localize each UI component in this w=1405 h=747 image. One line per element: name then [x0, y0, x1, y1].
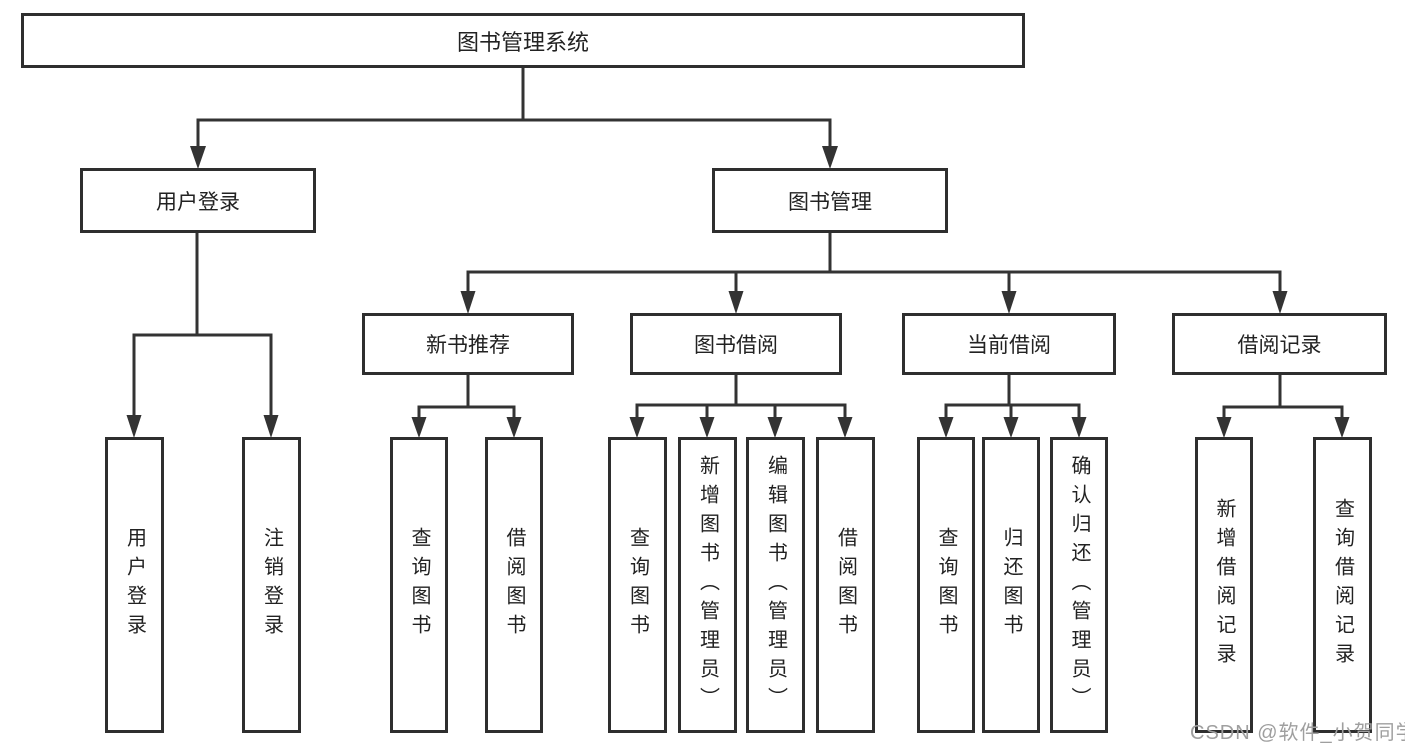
node-new-book-recommend-label: 新书推荐: [426, 334, 510, 357]
node-borrowing-records-label: 借阅记录: [1237, 334, 1322, 357]
arrowhead-cb3: [1071, 417, 1087, 438]
leaf-add-borrow-record: 新增借阅记录: [1195, 437, 1253, 733]
node-user-login-label: 用户登录: [156, 190, 240, 214]
leaf-return-books: 归还图书: [982, 437, 1040, 733]
node-current-borrowing: 当前借阅: [902, 313, 1116, 375]
leaf-query-books-1-label: 查询图书: [408, 527, 430, 643]
arrowhead-nb2: [506, 417, 522, 438]
node-root-label: 图书管理系统: [456, 29, 589, 55]
leaf-confirm-return-admin: 确认归还（管理员）: [1050, 437, 1108, 733]
arrowhead-bb4: [837, 417, 853, 438]
leaf-borrow-books-2-label: 借阅图书: [834, 527, 857, 643]
node-book-management-label: 图书管理: [788, 190, 872, 214]
watermark-text: CSDN @软件_小贺同学: [1190, 722, 1405, 744]
arrowhead-book-mgmt: [822, 146, 838, 169]
leaf-query-borrow-record: 查询借阅记录: [1313, 437, 1372, 733]
leaf-edit-books-admin: 编辑图书（管理员）: [746, 437, 805, 733]
arrowhead-leaf-login: [126, 415, 142, 438]
leaf-confirm-return-admin-label: 确认归还（管理员）: [1068, 454, 1090, 716]
leaf-add-books-admin-label: 新增图书（管理员）: [696, 454, 719, 716]
leaf-borrow-books-2: 借阅图书: [816, 437, 875, 733]
leaf-borrow-books-1-label: 借阅图书: [503, 527, 525, 643]
arrowhead-book-borrow: [728, 291, 744, 314]
leaf-logout-label: 注销登录: [260, 527, 283, 643]
node-user-login: 用户登录: [80, 168, 316, 233]
arrowhead-borrow-record: [1272, 291, 1288, 314]
leaf-query-books-3-label: 查询图书: [935, 527, 957, 643]
node-borrowing-records: 借阅记录: [1172, 313, 1387, 375]
arrowhead-bb1: [629, 417, 645, 438]
node-current-borrowing-label: 当前借阅: [967, 334, 1051, 357]
arrowhead-br1: [1216, 417, 1232, 438]
node-book-borrowing: 图书借阅: [630, 313, 842, 375]
arrowhead-user-login: [190, 146, 206, 169]
arrowhead-bb3: [767, 417, 783, 438]
node-book-borrowing-label: 图书借阅: [694, 334, 778, 357]
leaf-add-borrow-record-label: 新增借阅记录: [1213, 498, 1235, 672]
arrowhead-cb2: [1003, 417, 1019, 438]
node-new-book-recommend: 新书推荐: [362, 313, 574, 375]
leaf-add-books-admin: 新增图书（管理员）: [678, 437, 737, 733]
leaf-logout: 注销登录: [242, 437, 301, 733]
leaf-return-books-label: 归还图书: [1000, 527, 1022, 643]
leaf-query-books-2: 查询图书: [608, 437, 667, 733]
arrowhead-current-borrow: [1001, 291, 1017, 314]
leaf-query-borrow-record-label: 查询借阅记录: [1331, 498, 1354, 672]
node-book-management: 图书管理: [712, 168, 948, 233]
arrowhead-new-book: [460, 291, 476, 314]
arrowhead-bb2: [699, 417, 715, 438]
leaf-borrow-books-1: 借阅图书: [485, 437, 543, 733]
arrowhead-leaf-logout: [263, 415, 279, 438]
leaf-edit-books-admin-label: 编辑图书（管理员）: [764, 454, 787, 716]
leaf-user-login: 用户登录: [105, 437, 164, 733]
node-root: 图书管理系统: [21, 13, 1025, 68]
arrowhead-nb1: [411, 417, 427, 438]
arrowhead-br2: [1334, 417, 1350, 438]
arrowhead-cb1: [938, 417, 954, 438]
leaf-query-books-3: 查询图书: [917, 437, 975, 733]
leaf-user-login-label: 用户登录: [123, 527, 146, 643]
leaf-query-books-1: 查询图书: [390, 437, 448, 733]
leaf-query-books-2-label: 查询图书: [626, 527, 649, 643]
